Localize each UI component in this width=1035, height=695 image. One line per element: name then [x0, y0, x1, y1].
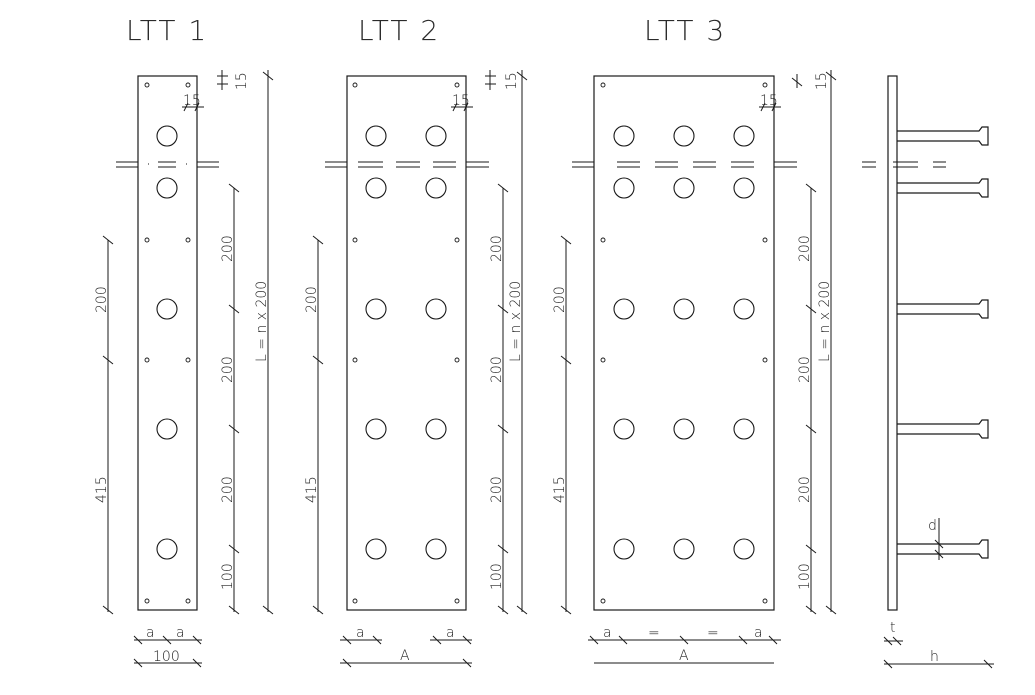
stud-side: [897, 126, 989, 559]
dim-top-15: 15: [504, 72, 520, 90]
dim-width-A: A: [679, 648, 689, 664]
nail-hole: [144, 598, 150, 604]
dim-a: a: [176, 625, 185, 641]
dim-100: 100: [220, 563, 236, 590]
dim-200: 200: [489, 235, 505, 262]
dim-length: L = n x 200: [817, 281, 833, 362]
title-ltt1: LTT 1: [126, 14, 208, 47]
side-break-line: [862, 161, 946, 168]
ltt2-break-line: [325, 161, 489, 168]
nail-hole: [144, 237, 150, 243]
dim-200: 200: [797, 356, 813, 383]
ltt1-break-line: [116, 161, 219, 168]
dim-a: a: [754, 625, 763, 641]
ltt1-plate: [137, 75, 198, 611]
dim-a: a: [446, 625, 455, 641]
nail-hole: [144, 82, 150, 88]
dim-length: L = n x 200: [508, 281, 524, 362]
dim-100: 100: [489, 563, 505, 590]
dim-length: L = n x 200: [254, 281, 270, 362]
dim-width-A: A: [400, 648, 410, 664]
dim-top-15: 15: [814, 72, 830, 90]
ltt2-plate-view: 15 15 L = n x 200 200 200 200 100 200 41…: [304, 70, 528, 668]
dim-side-415: 415: [304, 476, 320, 503]
dim-inner-15: 15: [183, 93, 201, 109]
ltt1-plate-view: 15 15 L = n x 200 200 200 200 100 200 41…: [94, 70, 274, 668]
dim-inner-15: 15: [452, 93, 470, 109]
dim-200: 200: [220, 235, 236, 262]
dim-200: 200: [220, 356, 236, 383]
stud-hole: [156, 418, 178, 440]
dim-100: 100: [797, 563, 813, 590]
nail-hole: [185, 357, 191, 363]
ltt3-break-line: [572, 161, 797, 168]
ltt2-plate: [346, 75, 467, 611]
dim-top-15: 15: [234, 72, 250, 90]
stud-hole: [156, 538, 178, 560]
stud-hole: [156, 125, 178, 147]
dim-200: 200: [797, 476, 813, 503]
dim-side-200: 200: [552, 286, 568, 313]
dim-h: h: [930, 649, 939, 665]
dim-side-415: 415: [552, 476, 568, 503]
dim-equal: =: [648, 625, 660, 641]
dim-a: a: [146, 625, 155, 641]
dim-a: a: [603, 625, 612, 641]
side-plate: [887, 75, 898, 611]
nail-hole: [144, 357, 150, 363]
dim-200: 200: [489, 476, 505, 503]
dim-d: d: [928, 518, 937, 534]
title-ltt3: LTT 3: [644, 14, 726, 47]
dim-side-200: 200: [304, 286, 320, 313]
ltt3-plate: [593, 75, 775, 611]
dim-200: 200: [220, 476, 236, 503]
title-ltt2: LTT 2: [358, 14, 440, 47]
dim-t: t: [890, 620, 896, 636]
nail-hole: [185, 82, 191, 88]
dim-inner-15: 15: [760, 93, 778, 109]
dim-equal: =: [707, 625, 719, 641]
ltt3-plate-view: 15 15 L = n x 200 200 200 200 100 200 41…: [552, 70, 837, 664]
dim-200: 200: [489, 356, 505, 383]
stud-hole: [156, 298, 178, 320]
dim-a: a: [356, 625, 365, 641]
dim-side-415: 415: [94, 476, 110, 503]
side-view: d t h: [862, 75, 994, 669]
nail-hole: [185, 237, 191, 243]
dim-side-200: 200: [94, 286, 110, 313]
stud-hole: [156, 177, 178, 199]
dim-200: 200: [797, 235, 813, 262]
dim-width-100: 100: [153, 649, 180, 665]
nail-hole: [185, 598, 191, 604]
